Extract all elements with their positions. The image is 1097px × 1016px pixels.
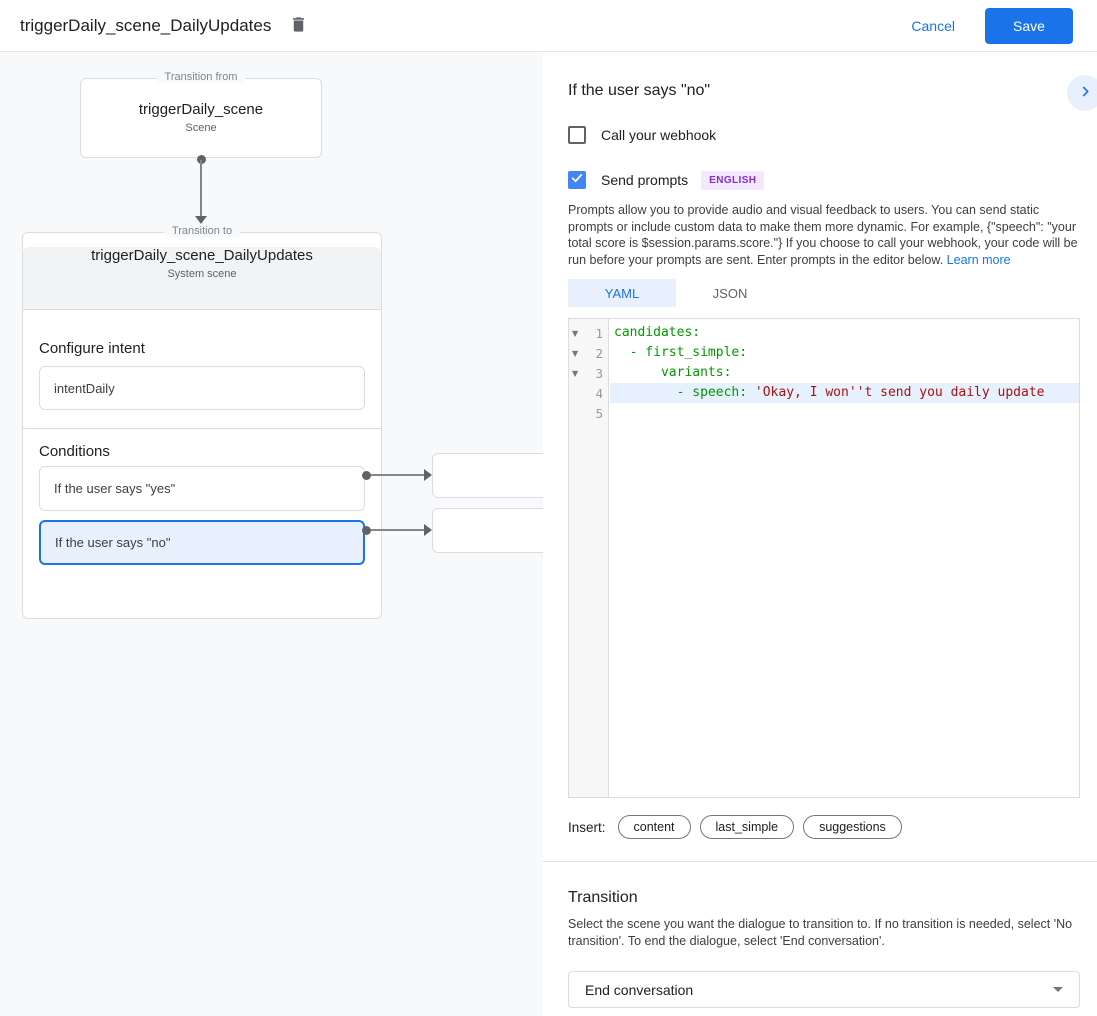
gutter-row: 4 — [569, 383, 608, 403]
prompts-checkbox-row: Send prompts ENGLISH — [568, 170, 1080, 190]
code-indent — [614, 345, 630, 360]
code-string-token: 'Okay, I won''t send you daily update — [754, 385, 1045, 400]
call-webhook-checkbox[interactable] — [568, 126, 586, 144]
cancel-button[interactable]: Cancel — [911, 17, 955, 34]
configure-intent-label: Configure intent — [39, 340, 145, 357]
code-key-token: variants: — [660, 365, 732, 380]
arrow-right-icon — [424, 524, 432, 536]
yaml-code-editor[interactable]: ▼ 1 ▼ 2 ▼ 3 4 5 candidates: - first_sim — [568, 318, 1080, 798]
connector-dot — [362, 471, 371, 480]
flow-canvas: Transition from triggerDaily_scene Scene… — [0, 52, 543, 1016]
fold-marker-icon[interactable]: ▼ — [572, 328, 579, 338]
trash-icon — [289, 15, 308, 37]
editor-code-area[interactable]: candidates: - first_simple: variants: - … — [610, 319, 1079, 797]
dropdown-caret-icon — [1053, 987, 1063, 992]
insert-chip-content[interactable]: content — [617, 815, 691, 839]
gutter-row: 5 — [569, 403, 608, 423]
to-node-title: triggerDaily_scene_DailyUpdates — [91, 247, 313, 264]
prompts-description: Prompts allow you to provide audio and v… — [568, 202, 1080, 268]
details-panel: If the user says "no" Call your webhook … — [543, 52, 1097, 1016]
arrow-right-icon — [424, 469, 432, 481]
from-node-subtitle: Scene — [185, 122, 217, 134]
transition-target-box-no[interactable] — [432, 508, 543, 553]
to-node-body: Configure intent intentDaily Conditions … — [23, 340, 381, 565]
save-button[interactable]: Save — [985, 7, 1073, 44]
code-indent — [614, 385, 677, 400]
code-line: - first_simple: — [610, 343, 1079, 363]
connector-dot — [362, 526, 371, 535]
arrow-down-icon — [195, 216, 207, 224]
transition-section-title: Transition — [568, 889, 638, 906]
delete-scene-button[interactable] — [289, 15, 308, 37]
header: triggerDaily_scene_DailyUpdates Cancel S… — [0, 0, 1097, 52]
code-line: variants: — [610, 363, 1079, 383]
tab-json[interactable]: JSON — [676, 279, 784, 307]
insert-chip-last-simple[interactable]: last_simple — [699, 815, 795, 839]
code-line — [610, 403, 1079, 423]
intent-field[interactable]: intentDaily — [39, 366, 365, 410]
transition-select[interactable]: End conversation — [568, 971, 1080, 1008]
send-prompts-checkbox[interactable] — [568, 171, 586, 189]
to-node-subtitle: System scene — [167, 268, 237, 280]
to-node-header: triggerDaily_scene_DailyUpdates System s… — [23, 247, 381, 310]
connector-dot — [197, 155, 206, 164]
section-divider — [543, 861, 1097, 862]
gutter-row: ▼ 1 — [569, 323, 608, 343]
transition-target-box-yes[interactable] — [432, 453, 543, 498]
line-number: 2 — [595, 345, 603, 361]
prompts-description-text: Prompts allow you to provide audio and v… — [568, 203, 1078, 267]
fold-marker-icon[interactable]: ▼ — [572, 348, 579, 358]
conditions-label: Conditions — [39, 443, 110, 460]
gutter-row: ▼ 3 — [569, 363, 608, 383]
insert-label: Insert: — [568, 819, 606, 835]
flow-node-transition-from[interactable]: Transition from triggerDaily_scene Scene — [80, 71, 322, 158]
transition-description: Select the scene you want the dialogue t… — [568, 917, 1073, 948]
editor-gutter: ▼ 1 ▼ 2 ▼ 3 4 5 — [569, 319, 609, 797]
line-number: 3 — [595, 365, 603, 381]
learn-more-link[interactable]: Learn more — [946, 252, 1011, 267]
line-number: 1 — [595, 325, 603, 341]
tab-yaml[interactable]: YAML — [568, 279, 676, 307]
collapse-panel-button[interactable] — [1067, 75, 1097, 111]
condition-card-no[interactable]: If the user says "no" — [39, 520, 365, 565]
connector-line-horizontal — [371, 529, 424, 531]
checkmark-icon — [570, 171, 584, 190]
condition-card-yes[interactable]: If the user says "yes" — [39, 466, 365, 511]
transition-from-legend: Transition from — [156, 71, 246, 83]
line-number: 5 — [595, 405, 603, 421]
panel-title: If the user says "no" — [568, 82, 711, 99]
code-key-token: - first_simple: — [629, 345, 748, 360]
insert-chip-suggestions[interactable]: suggestions — [803, 815, 902, 839]
call-webhook-label: Call your webhook — [601, 127, 717, 143]
code-key-token: candidates: — [614, 325, 701, 340]
panel-heading-row: If the user says "no" — [568, 75, 1097, 111]
code-indent — [614, 365, 661, 380]
code-key-token: - speech: — [676, 385, 755, 400]
transition-select-value: End conversation — [585, 981, 694, 998]
code-line-active: - speech: 'Okay, I won''t send you daily… — [610, 383, 1079, 403]
insert-row: Insert: content last_simple suggestions — [568, 815, 1080, 839]
line-number: 4 — [595, 385, 603, 401]
page-title: triggerDaily_scene_DailyUpdates — [20, 15, 272, 35]
language-badge: ENGLISH — [701, 170, 765, 190]
editor-format-tabs: YAML JSON — [568, 279, 1080, 307]
fold-marker-icon[interactable]: ▼ — [572, 368, 579, 378]
chevron-right-icon — [1078, 84, 1093, 102]
connector-line-vertical — [200, 160, 202, 216]
flow-node-transition-to[interactable]: Transition to triggerDaily_scene_DailyUp… — [22, 225, 382, 619]
send-prompts-label: Send prompts — [601, 172, 689, 188]
connector-line-horizontal — [371, 474, 424, 476]
webhook-checkbox-row: Call your webhook — [568, 125, 1080, 145]
transition-to-legend: Transition to — [163, 225, 241, 237]
gutter-row: ▼ 2 — [569, 343, 608, 363]
intent-conditions-divider — [23, 428, 381, 429]
from-node-title: triggerDaily_scene — [138, 101, 264, 118]
code-line: candidates: — [610, 323, 1079, 343]
